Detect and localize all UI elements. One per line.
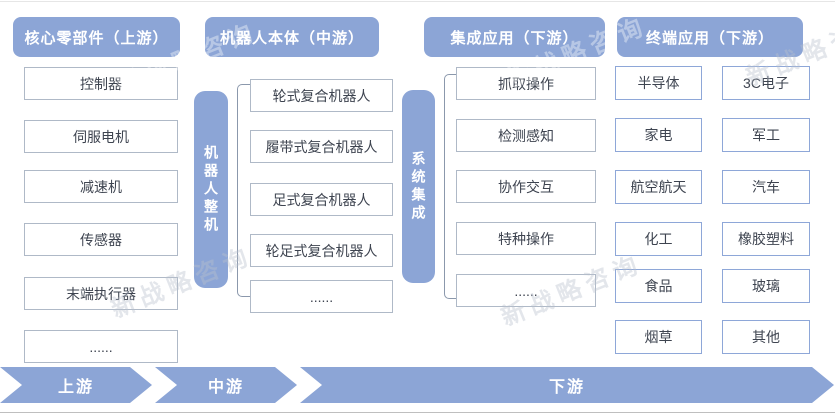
header-core-components: 核心零部件（上游） — [13, 17, 180, 57]
header-integrated-applications: 集成应用（下游） — [424, 17, 605, 57]
chain-item: ...... — [24, 330, 178, 363]
chain-item: 橡胶塑料 — [722, 222, 810, 256]
chain-item: 履带式复合机器人 — [250, 130, 393, 163]
chain-item: 玻璃 — [722, 269, 810, 303]
bracket-robot-types — [237, 84, 250, 297]
flow-arrow-midstream: 中游 — [155, 367, 297, 403]
chain-item: 减速机 — [24, 170, 178, 203]
bottom-border-line — [0, 412, 835, 413]
chain-item: 轮足式复合机器人 — [250, 234, 393, 267]
chain-item: 3C电子 — [722, 66, 810, 100]
chain-item: 半导体 — [615, 66, 702, 100]
chain-item: 伺服电机 — [24, 120, 178, 153]
chain-item: 特种操作 — [456, 222, 596, 255]
chain-item: ...... — [456, 274, 596, 307]
header-terminal-applications: 终端应用（下游） — [617, 17, 803, 57]
chain-item: 汽车 — [722, 170, 810, 204]
chain-item: ...... — [250, 280, 393, 313]
header-robot-body: 机器人本体（中游） — [205, 17, 379, 57]
chain-item: 食品 — [615, 269, 702, 303]
chain-item: 军工 — [722, 118, 810, 152]
chain-item: 末端执行器 — [24, 277, 178, 310]
chain-item: 航空航天 — [615, 170, 702, 204]
top-border-line — [0, 1, 835, 2]
chain-item: 家电 — [615, 118, 702, 152]
flow-arrow-upstream: 上游 — [0, 367, 152, 403]
bar-robot-complete: 机器人整机 — [194, 91, 228, 288]
bracket-applications — [444, 74, 457, 299]
bar-system-integration: 系统集成 — [402, 90, 435, 283]
chain-item: 烟草 — [615, 320, 702, 354]
chain-item: 抓取操作 — [456, 67, 596, 100]
chain-item: 足式复合机器人 — [250, 183, 393, 216]
chain-item: 传感器 — [24, 223, 178, 256]
chain-item: 检测感知 — [456, 119, 596, 152]
chain-item: 轮式复合机器人 — [250, 79, 393, 112]
chain-item: 控制器 — [24, 67, 178, 100]
chain-item: 其他 — [722, 320, 810, 354]
chain-item: 化工 — [615, 222, 702, 256]
flow-arrow-downstream: 下游 — [300, 367, 834, 403]
chain-item: 协作交互 — [456, 170, 596, 203]
